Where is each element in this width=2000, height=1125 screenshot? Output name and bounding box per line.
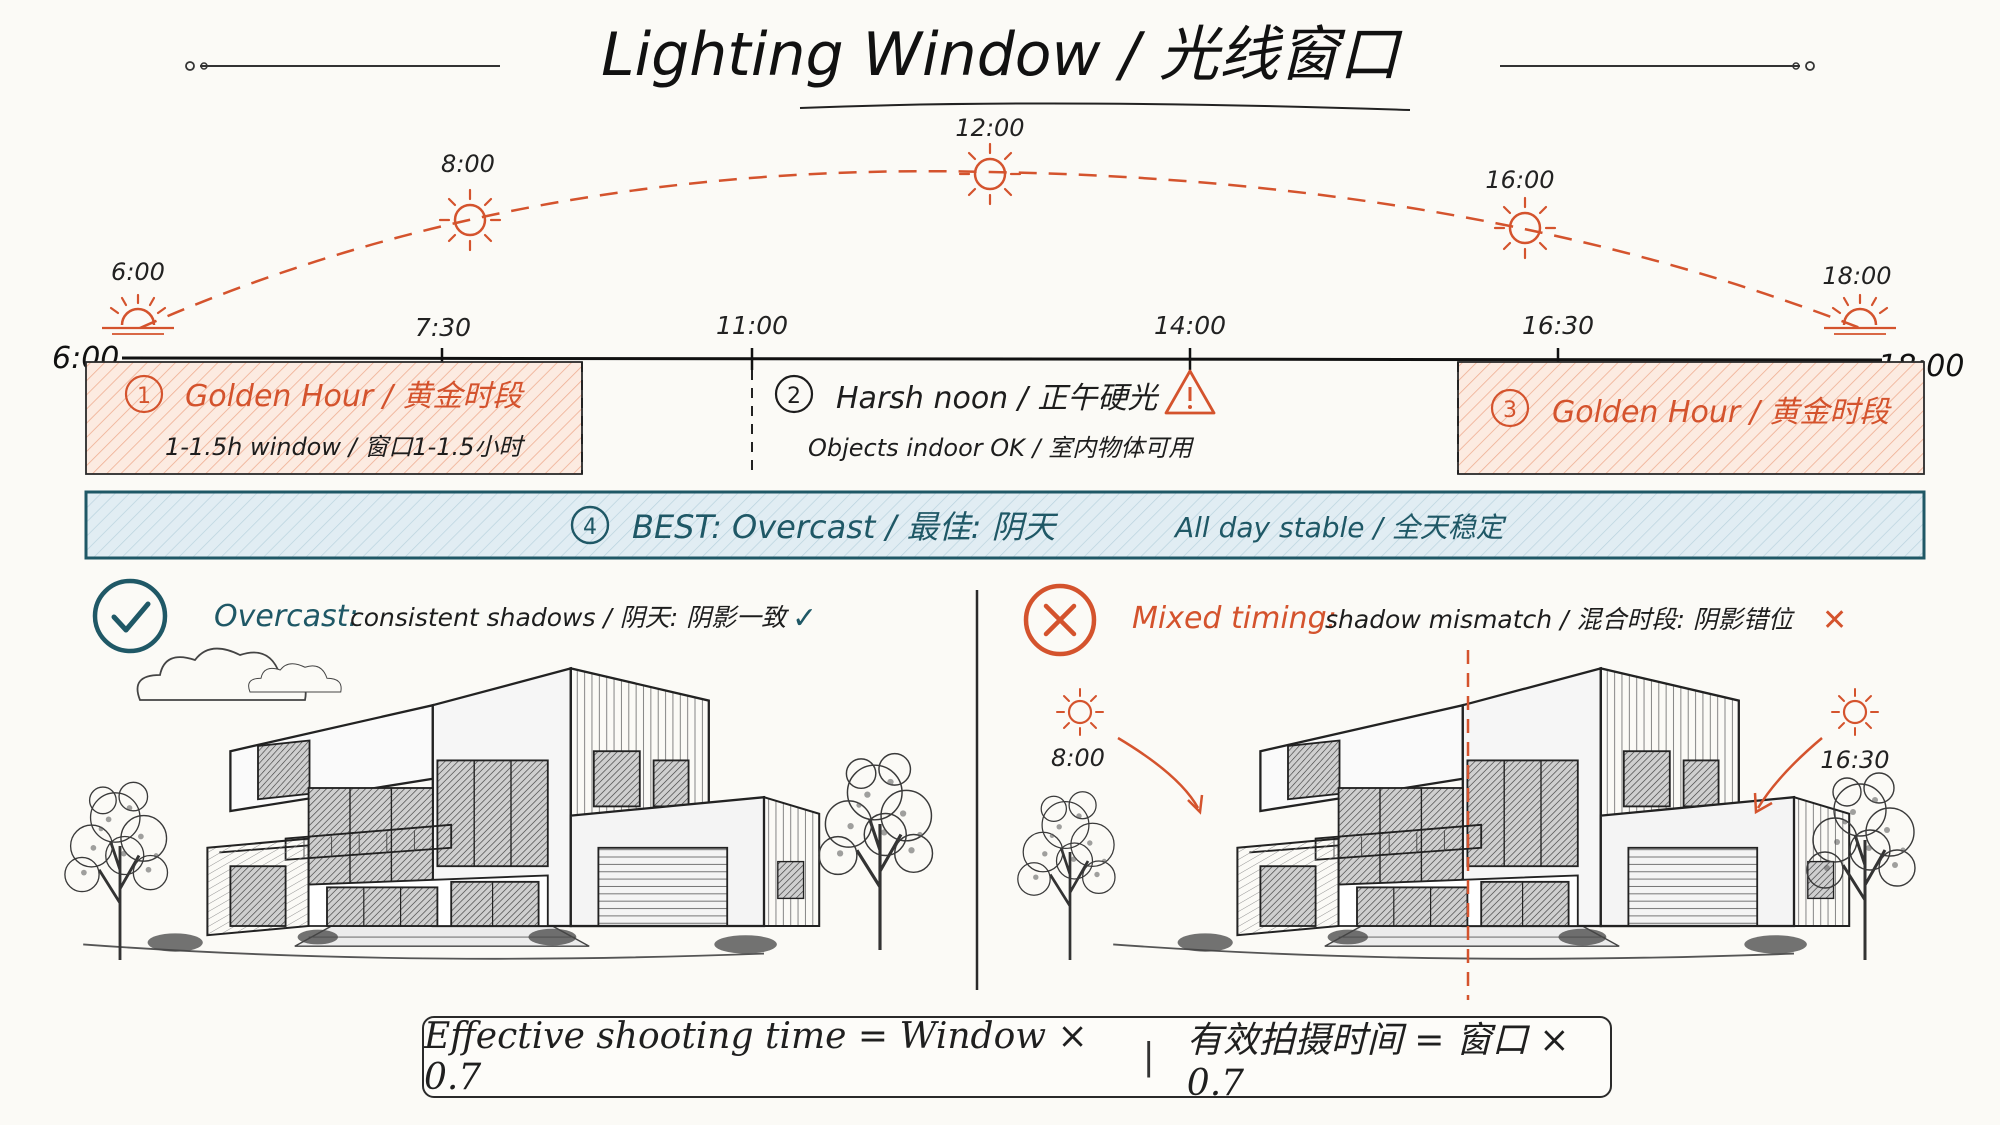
sun-icon bbox=[1055, 687, 1105, 737]
phase-note: Objects indoor OK / 室内物体可用 bbox=[808, 434, 1194, 462]
title-ornament-right bbox=[1500, 61, 1815, 71]
phase-golden-morning: 1 Golden Hour / 黄金时段 1-1.5h window / 窗口1… bbox=[85, 361, 583, 475]
best-detail: All day stable / 全天稳定 bbox=[1173, 511, 1507, 544]
sun-time-label: 6:00 bbox=[111, 258, 165, 286]
sun-icon bbox=[1830, 687, 1880, 737]
check-circle-icon bbox=[92, 578, 168, 654]
good-title: Overcast: bbox=[214, 599, 359, 634]
formula-en: Effective shooting time = Window × 0.7 bbox=[424, 1016, 1088, 1098]
timeline-tick-label: 7:30 bbox=[415, 313, 471, 342]
panel-overcast: Overcast: consistent shadows / 阴天: 阴影一致 … bbox=[63, 578, 935, 962]
best-number: 4 bbox=[583, 515, 597, 540]
phase-number: 3 bbox=[1503, 398, 1517, 423]
best-overcast-band: 4 BEST: Overcast / 最佳: 阴天 All day stable… bbox=[84, 490, 1926, 560]
sun-time-label: 8:00 bbox=[441, 150, 495, 178]
phase-number: 1 bbox=[137, 384, 151, 409]
good-text: consistent shadows / 阴天: 阴影一致 bbox=[350, 603, 789, 632]
page-title: Lighting Window / 光线窗口 bbox=[601, 20, 1403, 90]
timeline-tick-label: 16:30 bbox=[1522, 311, 1594, 340]
arrow-icon bbox=[1117, 736, 1204, 815]
bad-mark: ✕ bbox=[1822, 603, 1847, 638]
house-drawing bbox=[1112, 667, 1851, 960]
bad-title: Mixed timing: bbox=[1132, 601, 1337, 636]
tree-drawing bbox=[1016, 790, 1117, 962]
phase-note: 1-1.5h window / 窗口1-1.5小时 bbox=[165, 433, 525, 461]
tree-drawing bbox=[817, 752, 935, 952]
warning-icon bbox=[1164, 369, 1216, 415]
sun-time-label: 16:00 bbox=[1485, 166, 1554, 194]
formula-box: Effective shooting time = Window × 0.7 |… bbox=[422, 1016, 1612, 1104]
sun-icon bbox=[1822, 293, 1898, 336]
sun-time-label: 18:00 bbox=[1822, 262, 1891, 290]
phase-title: Harsh noon / 正午硬光 bbox=[836, 381, 1159, 416]
arrow-icon bbox=[1753, 737, 1823, 815]
tree-drawing bbox=[63, 780, 169, 962]
phase-title: Golden Hour / 黄金时段 bbox=[1552, 395, 1892, 430]
timeline-tick-label: 14:00 bbox=[1154, 311, 1226, 340]
sun-time-label: 12:00 bbox=[955, 114, 1024, 142]
sun-icon bbox=[100, 293, 176, 336]
sun-arc: 6:00 8:00 12:00 16:00 18:00 bbox=[100, 114, 1898, 336]
sun-right-label: 16:30 bbox=[1820, 746, 1889, 774]
sun-left-label: 8:00 bbox=[1051, 744, 1105, 772]
house-drawing bbox=[82, 667, 821, 960]
formula-zh: 有效拍摄时间 = 窗口 × 0.7 bbox=[1186, 1019, 1570, 1104]
best-label: BEST: Overcast / 最佳: 阴天 bbox=[632, 508, 1059, 546]
timeline-tick-label: 11:00 bbox=[716, 311, 788, 340]
panel-mixed-timing: Mixed timing: shadow mismatch / 混合时段: 阴影… bbox=[1016, 583, 1917, 1000]
good-mark: ✓ bbox=[792, 601, 817, 636]
cross-circle-icon bbox=[1023, 583, 1097, 657]
phase-title: Golden Hour / 黄金时段 bbox=[185, 379, 525, 414]
phase-golden-evening: 3 Golden Hour / 黄金时段 bbox=[1457, 361, 1925, 475]
sun-icon bbox=[958, 142, 1022, 206]
bad-text: shadow mismatch / 混合时段: 阴影错位 bbox=[1325, 605, 1795, 634]
title-ornament-left bbox=[185, 61, 500, 71]
formula-separator: | bbox=[1142, 1036, 1155, 1078]
phase-harsh-noon: 2 Harsh noon / 正午硬光 Objects indoor OK / … bbox=[774, 369, 1216, 462]
sun-icon bbox=[1493, 196, 1557, 260]
title-block: Lighting Window / 光线窗口 bbox=[185, 20, 1815, 111]
phase-number: 2 bbox=[787, 384, 801, 409]
